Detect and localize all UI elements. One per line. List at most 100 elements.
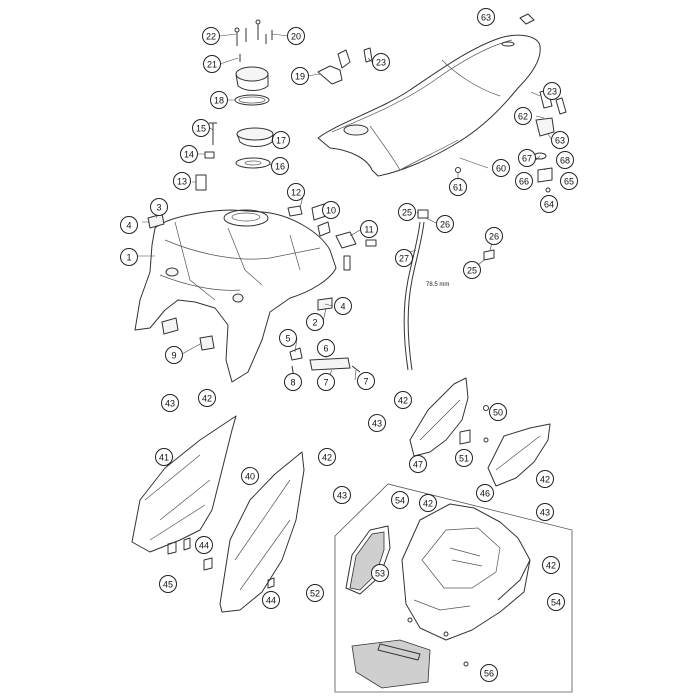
callout-8: 8 [284, 373, 302, 391]
callout-circle [489, 403, 507, 421]
callout-number: 3 [156, 203, 161, 213]
callout-circle [542, 556, 560, 574]
callout-circle [357, 372, 375, 390]
callout-circle [322, 201, 340, 219]
callout-25b: 25 [463, 261, 481, 279]
callout-circle [161, 394, 179, 412]
callout-56: 56 [480, 664, 498, 682]
callout-17: 17 [272, 131, 290, 149]
callout-62: 62 [514, 107, 532, 125]
callout-number: 7 [323, 378, 328, 388]
callout-circle [556, 151, 574, 169]
callout-number: 8 [290, 378, 295, 388]
hose-length-note: 78.5 mm [426, 282, 449, 288]
callout-46: 46 [476, 484, 494, 502]
callout-number: 63 [481, 13, 491, 23]
callout-number: 41 [159, 453, 169, 463]
callout-number: 62 [518, 112, 528, 122]
callout-circle [192, 119, 210, 137]
callout-circle [455, 449, 473, 467]
side-panel-right [203, 451, 305, 613]
callout-42e: 42 [419, 494, 437, 512]
callout-circle [287, 27, 305, 45]
leader-lines [138, 33, 553, 381]
callout-54b: 54 [547, 593, 565, 611]
callout-number: 9 [171, 351, 176, 361]
airbox-group [334, 483, 573, 693]
callout-number: 17 [276, 136, 286, 146]
callout-circle [198, 389, 216, 407]
callout-circle [536, 503, 554, 521]
callout-3: 3 [150, 198, 168, 216]
callout-number: 47 [413, 460, 423, 470]
callout-43c: 43 [333, 486, 351, 504]
callout-circle [463, 261, 481, 279]
callout-18: 18 [210, 91, 228, 109]
callout-number: 54 [551, 598, 561, 608]
callout-number: 22 [206, 32, 216, 42]
callout-19: 19 [291, 67, 309, 85]
callout-9: 9 [165, 346, 183, 364]
callout-27: 27 [395, 249, 413, 267]
callout-circle [203, 55, 221, 73]
callout-circle [436, 215, 454, 233]
callout-64: 64 [540, 195, 558, 213]
callout-1: 1 [120, 248, 138, 266]
callout-2: 2 [306, 313, 324, 331]
callout-number: 13 [177, 177, 187, 187]
callout-number: 23 [547, 87, 557, 97]
callout-number: 7 [363, 377, 368, 387]
callout-42c: 42 [318, 448, 336, 466]
callout-circle [394, 391, 412, 409]
callout-circle [372, 53, 390, 71]
callout-number: 42 [546, 561, 556, 571]
callout-42b: 42 [394, 391, 412, 409]
callout-circle [480, 664, 498, 682]
callout-circle [120, 248, 138, 266]
callout-number: 50 [493, 408, 503, 418]
callout-circle [291, 67, 309, 85]
callout-42f: 42 [542, 556, 560, 574]
callout-circle [241, 467, 259, 485]
mounting-parts [147, 213, 361, 379]
callout-22a: 22 [202, 27, 220, 45]
seat-lock-parts [455, 89, 567, 193]
callout-60: 60 [492, 159, 510, 177]
callout-63b: 63 [551, 131, 569, 149]
callout-circle [492, 159, 510, 177]
callout-circle [514, 107, 532, 125]
callout-circle [271, 157, 289, 175]
callout-circle [165, 346, 183, 364]
callout-number: 1 [126, 253, 131, 263]
callout-15: 15 [192, 119, 210, 137]
callout-circle [318, 448, 336, 466]
callout-4a: 4 [120, 216, 138, 234]
callout-number: 43 [540, 508, 550, 518]
callout-circle [317, 373, 335, 391]
callout-number: 42 [423, 499, 433, 509]
callout-circle [560, 172, 578, 190]
callout-number: 18 [214, 96, 224, 106]
callout-number: 5 [285, 334, 290, 344]
callout-circle [279, 329, 297, 347]
callout-circle [120, 216, 138, 234]
callout-43a: 43 [161, 394, 179, 412]
callout-number: 52 [310, 589, 320, 599]
callout-circle [543, 82, 561, 100]
callout-circle [360, 220, 378, 238]
callout-number: 26 [489, 232, 499, 242]
callout-circle [485, 227, 503, 245]
fuel-tank [134, 209, 337, 383]
callout-circle [395, 249, 413, 267]
callout-circle [515, 172, 533, 190]
callout-circle [180, 145, 198, 163]
callout-47: 47 [409, 455, 427, 473]
callout-circle [272, 131, 290, 149]
callout-53: 53 [371, 564, 389, 582]
callout-number: 25 [402, 208, 412, 218]
callout-68: 68 [556, 151, 574, 169]
callout-number: 16 [275, 162, 285, 172]
callout-number: 56 [484, 669, 494, 679]
callout-14: 14 [180, 145, 198, 163]
